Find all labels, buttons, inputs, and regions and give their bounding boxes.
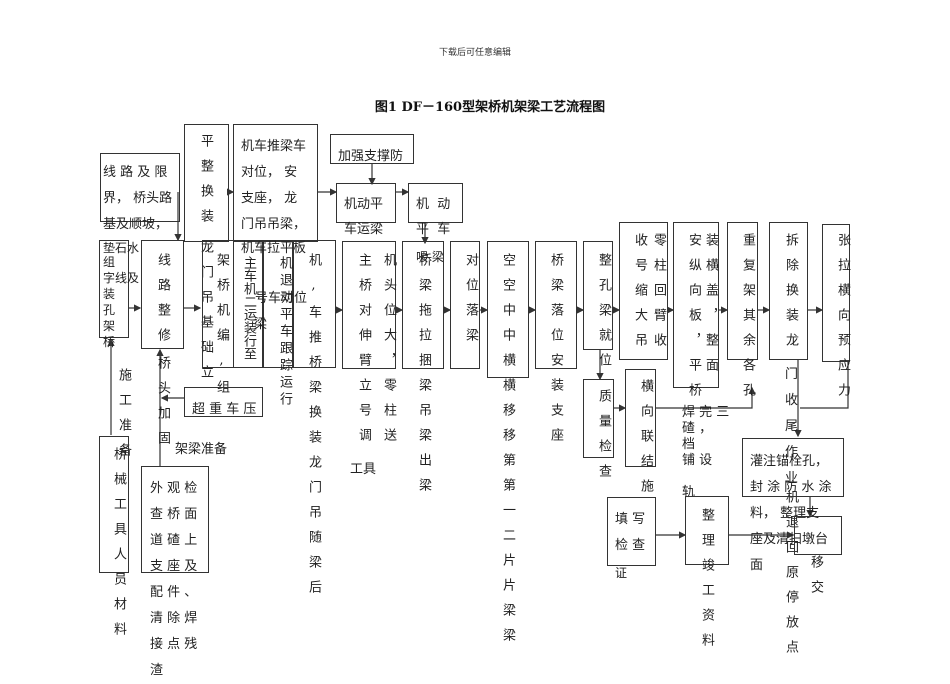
- text-car-position: 号车对位: [255, 291, 308, 306]
- box-push-beam: [293, 240, 336, 368]
- box-align-drop: [450, 241, 480, 369]
- diagram-title: 图1 DF－160型架桥机架梁工艺流程图: [374, 100, 606, 115]
- text-gantry-foundation: 龙门吊基础立: [198, 240, 213, 390]
- text-fill-check-cert: 填 写 检 查: [615, 512, 646, 553]
- text-motor-flatcar: 机动平: [344, 197, 384, 212]
- box-loco-push: [233, 124, 318, 242]
- text-aerial-traverse: 空空中中横横移移第第一二片片梁梁: [500, 253, 515, 653]
- text-install-deck-b: 装横盖，整面: [703, 233, 718, 383]
- box-main-machine: [233, 240, 263, 368]
- text-gantry-close-out: 门 收 尾 作 业: [785, 367, 799, 486]
- text-bridge-drag: 桥梁拖拉捆梁吊梁出梁: [416, 253, 431, 503]
- text-main-bridge-align: 主桥对伸臂立号调: [356, 253, 371, 453]
- text-bed-stone-2: 组 字线及 装 孔 架 桥: [103, 255, 140, 349]
- box-repeat-spans: [727, 222, 758, 360]
- text-bridge-erector-group: 架桥机编,组: [214, 253, 229, 405]
- box-bridge-drag: [402, 241, 444, 369]
- box-line-clearance: [100, 153, 180, 222]
- box-beam-seat: [535, 241, 577, 369]
- text-erection-prep: 架梁准备: [175, 442, 228, 457]
- text-motor-flatcar-feed: 机 动: [416, 197, 451, 212]
- text-main-machine: 主车机二运装行至: [241, 256, 256, 360]
- text-level-swap: 平整换装: [198, 134, 213, 234]
- text-retract-arm-b: 零柱回臂收: [651, 233, 666, 358]
- box-appearance-check: [141, 466, 209, 573]
- box-bed-stone: [99, 240, 129, 338]
- text-repeat-spans: 重复架其余各孔: [740, 233, 755, 408]
- box-span-in-place: [583, 241, 613, 350]
- box-handover: [794, 516, 842, 555]
- box-heavy-truck: [184, 387, 263, 417]
- box-quality-check: [583, 379, 614, 458]
- box-install-deck: [673, 222, 719, 388]
- text-tools: 工具: [350, 462, 377, 477]
- text-retract-arm-a: 收号缩大吊: [632, 233, 647, 358]
- box-retract-arm: [619, 222, 668, 360]
- box-motor-flatcar-feed: [408, 183, 463, 223]
- text-flatcar-track: 机退动平车跟踪运行: [277, 256, 292, 409]
- box-machine-tools: [99, 436, 129, 573]
- text-car-transport-beam: 车运梁: [344, 222, 384, 237]
- box-lateral-connect: [625, 369, 656, 467]
- text-align-drop: 对位落梁: [463, 253, 478, 353]
- text-loco-pull-flat: 机车拉平板: [241, 241, 307, 256]
- box-line-repair: [141, 240, 184, 349]
- text-flat-car: 平 车: [416, 222, 451, 237]
- text-install-deck-a: 安纵向板，平桥: [686, 233, 701, 408]
- box-grout-anchor: [742, 438, 844, 497]
- box-motor-flatcar: [336, 183, 396, 223]
- text-abutment-reinforce: 桥头加固: [155, 356, 170, 456]
- text-beam-label: 梁: [254, 317, 268, 332]
- text-line-clearance: 线 路 及 限 界， 桥头路 基及顺坡，: [103, 165, 173, 232]
- text-heavy-truck: 超 重 车 压: [192, 402, 257, 417]
- text-cert: 证: [615, 566, 628, 580]
- box-reinforce-support: [330, 134, 414, 164]
- box-dismantle: [769, 222, 808, 360]
- text-reinforce-support: 加强支撑防: [338, 149, 404, 164]
- page-header-note: 下载后可任意编辑: [438, 48, 511, 58]
- text-tension-prestress: 张拉横向预应力: [835, 233, 850, 408]
- text-feed-beam: 喂 梁: [416, 250, 444, 264]
- box-level-swap: [184, 124, 229, 242]
- text-push-beam: 机,车推桥梁换装龙门吊随梁后: [306, 253, 321, 605]
- text-ballast-track: 焊 完 三 碴 ， 档 铺 设 轨: [682, 405, 730, 500]
- text-line-repair: 线路整修: [155, 253, 170, 353]
- text-quality-check: 质量检查: [596, 389, 611, 489]
- text-appearance-check: 外 观 检 查 桥 面 道 碴 上 支 座 及 配 件 、 清 除 焊 接 点 …: [150, 481, 198, 678]
- box-main-bridge-align: [342, 241, 396, 369]
- text-construction-prep: 施工准备: [116, 368, 131, 468]
- text-lateral-connect: 横向联结施: [638, 379, 653, 504]
- text-bed-stone: 垫石水: [103, 241, 140, 255]
- text-grout-anchor: 灌注锚栓孔， 封 涂 防 水 涂 料， 整理支 座及清扫墩台 面: [750, 454, 832, 573]
- text-head-position: 机头位大，零柱送: [381, 253, 396, 453]
- box-aerial-traverse: [487, 241, 529, 378]
- text-machine-tools: 桥械工具人员材料: [111, 447, 126, 647]
- text-loco-push: 机车推梁车 对位， 安 支座， 龙 门吊吊梁，: [241, 139, 307, 232]
- box-tension-prestress: [822, 224, 850, 362]
- text-beam-seat: 桥梁落位安装支座: [548, 253, 563, 453]
- box-fill-check-cert: [607, 497, 656, 566]
- box-flatcar-track: [263, 240, 293, 368]
- box-completion-docs: [685, 496, 729, 565]
- text-completion-docs: 整理竣工资料: [699, 508, 714, 658]
- text-span-in-place: 整孔梁就位: [596, 253, 611, 378]
- text-dismantle: 拆除换装龙: [783, 233, 798, 358]
- text-handover: 移交: [808, 555, 823, 605]
